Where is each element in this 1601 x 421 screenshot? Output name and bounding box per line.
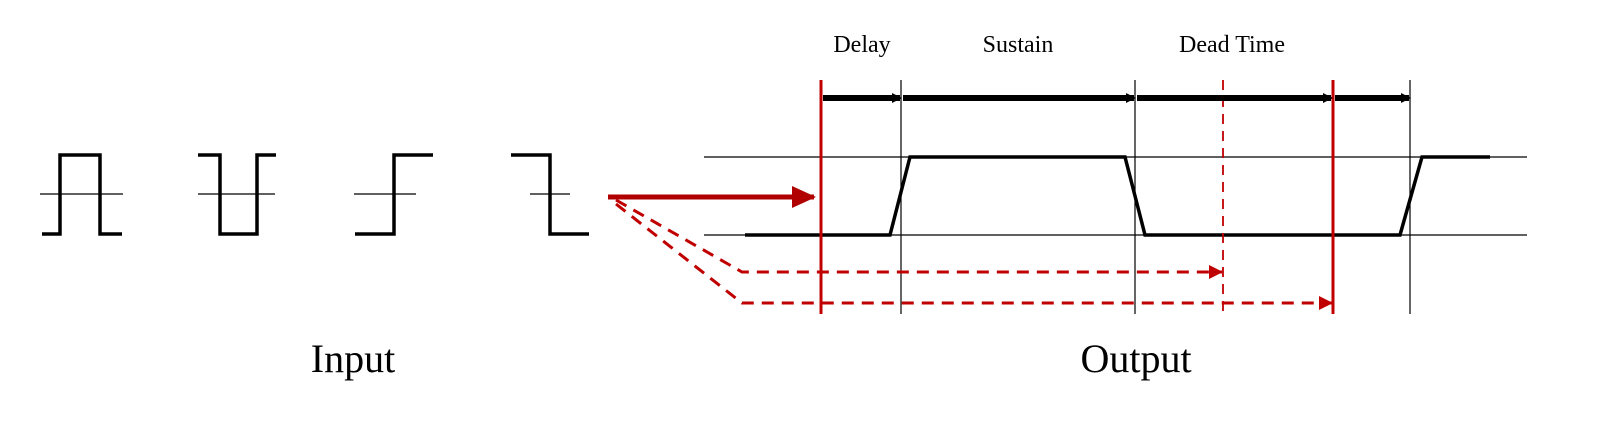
- output-label: Output: [1080, 336, 1191, 381]
- retrigger-dashed-arrow: [615, 202, 1333, 310]
- positive-pulse-icon: [40, 153, 123, 236]
- rising-edge-icon: [354, 153, 433, 236]
- delay-label: Delay: [833, 32, 890, 58]
- negative-pulse-icon: [198, 153, 276, 236]
- sustain-label: Sustain: [983, 32, 1054, 58]
- dead-time-dashed-arrow: [615, 198, 1223, 279]
- output-timing: Delay Sustain Dead Time: [704, 32, 1527, 314]
- output-waveform: [745, 155, 1490, 237]
- trigger-arrows: [608, 186, 1333, 310]
- input-symbols: [40, 153, 589, 236]
- dead-time-label: Dead Time: [1179, 32, 1285, 58]
- input-label: Input: [311, 336, 395, 381]
- falling-edge-icon: [511, 153, 589, 236]
